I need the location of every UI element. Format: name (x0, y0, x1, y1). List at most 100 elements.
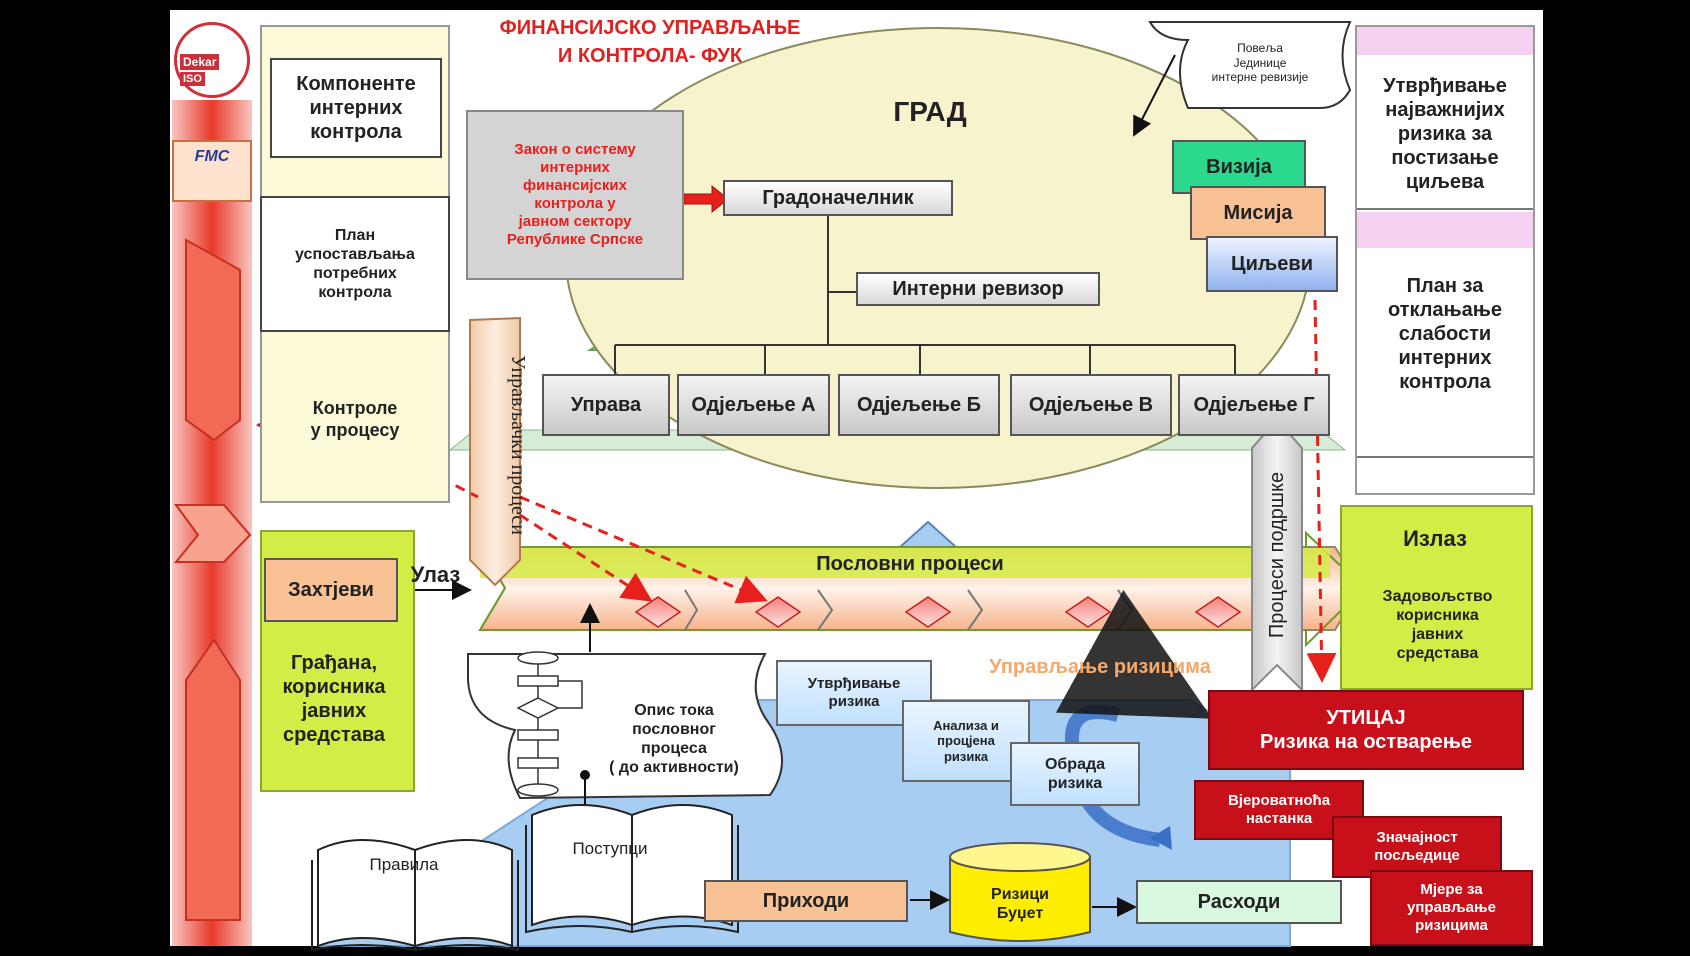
measures-line3: ризицима (1415, 917, 1488, 934)
law-line4: контрола у (534, 195, 616, 212)
right-divider (1357, 456, 1533, 458)
unit-v: Одјељење В (1010, 374, 1172, 436)
law-line3: финансијских (523, 177, 627, 194)
book-procedures-label: Поступци (572, 838, 648, 858)
right-column (1355, 25, 1535, 495)
output-line4: средстава (1396, 645, 1479, 663)
right-risks-line4: постизање (1391, 147, 1499, 169)
plan-line4: контрола (318, 284, 392, 302)
citizens-text: Грађана, корисника јавних средстава (264, 636, 404, 762)
controls-label: Контроле у процесу (300, 392, 410, 448)
strip-arrow-lower (185, 638, 241, 921)
risk-step-identify: Утврђивање ризика (776, 660, 932, 726)
budget-label: Ризици Буџет (960, 876, 1080, 932)
book-rules (311, 839, 519, 952)
law-line1: Закон о систему (514, 141, 636, 158)
output-panel (1340, 505, 1533, 690)
flow-desc-line2: пословног (632, 720, 716, 738)
unit-g: Одјељење Г (1178, 374, 1330, 436)
components-line1: Компоненте (296, 73, 416, 95)
controls-line1: Контроле (312, 398, 398, 419)
mission-box: Мисија (1190, 186, 1326, 240)
black-margin-right (1543, 0, 1690, 956)
input-label: Улаз (410, 561, 461, 587)
mgmt-arrow (469, 316, 521, 587)
business-processes-label: Пословни процеси (816, 553, 1004, 575)
citizens-line3: јавних (301, 700, 367, 722)
triangle-middle (897, 520, 959, 548)
risk-step-treat-line1: Обрада (1044, 755, 1106, 773)
right-plan-line2: отклањање (1387, 299, 1503, 321)
charter-line3: интерне ревизије (1211, 70, 1309, 85)
requests-box: Захтјеви (264, 558, 398, 622)
charter-line1: Повеља (1237, 41, 1283, 56)
significance-line2: посљедице (1374, 847, 1460, 864)
impact-line1: УТИЦАЈ (1326, 707, 1406, 729)
right-plan-line3: слабости (1398, 323, 1492, 345)
output-text: Задовољство корисника јавних средстава (1345, 570, 1530, 680)
risk-step-analyze-line2: процјена (937, 733, 995, 749)
output-line2: корисника (1396, 606, 1479, 624)
law-arrow (683, 184, 729, 214)
budget-cylinder (949, 842, 1091, 942)
right-risks-line5: циљева (1405, 171, 1485, 193)
output-label: Излаз (1403, 525, 1467, 551)
city-label: ГРАД (893, 96, 967, 128)
impact-box: УТИЦАЈ Ризика на остварење (1208, 690, 1524, 770)
unit-a: Одјељење А (677, 374, 830, 436)
significance-box: Значајност посљедице (1332, 816, 1502, 878)
mayor-box: Градоначелник (723, 180, 953, 216)
law-box: Закон о систему интерних финансијских ко… (466, 110, 684, 280)
black-margin-left (0, 0, 170, 956)
plan-line3: потребних (313, 265, 397, 282)
fmc-label: FMC (194, 148, 230, 166)
components-box: Компоненте интерних контрола (270, 58, 442, 158)
risk-step-analyze-line1: Анализа и (933, 717, 999, 733)
flow-desc-line3: процеса (641, 740, 707, 757)
citizens-line1: Грађана, (290, 652, 377, 674)
revenue-box: Приходи (704, 880, 908, 922)
right-risks-line3: ризика за (1397, 123, 1493, 145)
output-line3: јавних (1411, 626, 1464, 643)
goals-box: Циљеви (1206, 236, 1338, 292)
measures-line1: Мјере за (1420, 881, 1483, 898)
book-rules-label: Правила (369, 854, 439, 874)
risk-mgmt-label: Управљање ризицима (989, 656, 1211, 678)
law-line6: Републике Српске (506, 231, 644, 248)
logo-iso: ISO (180, 72, 205, 86)
impact-line2: Ризика на остварење (1260, 731, 1472, 753)
auditor-box: Интерни ревизор (856, 272, 1100, 306)
fmc-book-icon: FMC (172, 140, 252, 202)
strip-arrow-upper (185, 238, 241, 442)
vision-box: Визија (1172, 140, 1306, 194)
output-line1: Задовољство (1382, 587, 1493, 605)
risk-step-analyze: Анализа и процјена ризика (902, 700, 1030, 782)
right-risks-line1: Утврђивање (1383, 75, 1507, 97)
controls-line2: у процесу (310, 420, 400, 440)
right-plan-box: План за отклањање слабости интерних конт… (1357, 254, 1533, 414)
logo-brand: Dekar (180, 54, 220, 70)
charter-text: Повеља Јединице интерне ревизије (1180, 28, 1340, 98)
expenses-box: Расходи (1136, 880, 1342, 924)
title-line2: И КОНТРОЛА- ФУК (557, 45, 743, 67)
right-risks-box: Утврђивање најважнијих ризика за постиза… (1357, 60, 1533, 210)
law-line2: интерних (540, 159, 610, 176)
measures-line2: управљање (1407, 899, 1496, 916)
right-pink-mid (1357, 212, 1533, 248)
probability-line1: Вјероватноћа (1227, 792, 1331, 809)
logo-area: Dekar ISO (172, 18, 252, 100)
unit-b: Одјељење Б (838, 374, 1000, 436)
components-line2: интерних (309, 97, 403, 119)
citizens-line4: средстава (282, 724, 386, 746)
logo-ring (174, 22, 250, 98)
charter-scroll (1148, 21, 1352, 109)
risk-step-analyze-line3: ризика (943, 748, 989, 764)
title-line1: ФИНАНСИЈСКО УПРАВЉАЊЕ (499, 17, 801, 39)
probability-line2: настанка (1245, 810, 1313, 827)
flow-desc: Опис тока пословног процеса ( до активно… (604, 684, 744, 794)
right-pink-top (1357, 27, 1533, 55)
right-plan-line1: План за (1406, 275, 1484, 297)
risk-step-treat-line2: ризика (1047, 775, 1103, 792)
citizens-line2: корисника (282, 676, 386, 698)
